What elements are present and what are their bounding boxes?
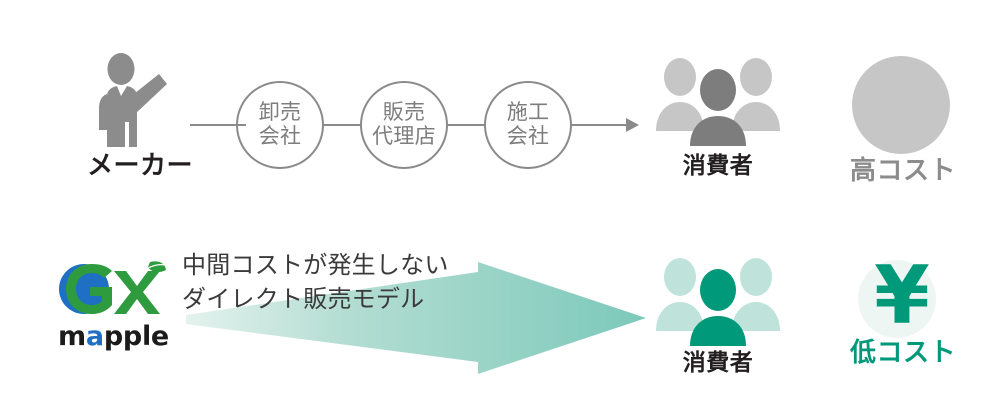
node-construction-company-line2: 会社 (506, 124, 550, 148)
gray-circle-icon (852, 56, 950, 154)
mapple-accent: a (85, 321, 104, 352)
mapple-prefix: m (58, 321, 86, 352)
consumer-label-bottom: 消費者 (682, 350, 754, 376)
low-cost-label: 低コスト (849, 338, 957, 368)
connector-line-1 (322, 124, 362, 126)
yen-backdrop-circle (858, 260, 936, 338)
gx-logo-mark (59, 261, 166, 314)
maker-label: メーカー (86, 151, 194, 181)
node-construction-company-line1: 施工 (506, 100, 550, 125)
caption-line-1: 中間コストが発生しない (182, 251, 449, 279)
mapple-suffix: pple (103, 321, 169, 352)
node-wholesaler-line1: 卸売 (258, 100, 302, 125)
yen-symbol-icon: ¥ (858, 252, 946, 340)
people-group-icon-bottom (653, 256, 783, 346)
arrow-right-icon-head (626, 118, 639, 132)
arrow-right-icon-shaft (570, 124, 630, 126)
direct-model-caption: 中間コストが発生しない ダイレクト販売モデル (182, 248, 512, 316)
mapple-wordmark: mapple (58, 320, 169, 354)
node-sales-agency-line2: 代理店 (372, 124, 436, 148)
high-cost-label: 高コスト (849, 156, 957, 186)
node-wholesaler[interactable]: 卸売 会社 (236, 81, 324, 169)
node-construction-company[interactable]: 施工 会社 (484, 81, 572, 169)
node-sales-agency[interactable]: 販売 代理店 (360, 81, 448, 169)
block-arrow-right-icon (186, 262, 646, 374)
caption-line-2: ダイレクト販売モデル (182, 285, 425, 314)
yen-glyph: ¥ (874, 249, 930, 342)
gx-mapple-logo[interactable]: mapple (58, 258, 169, 362)
connector-line-2 (446, 124, 486, 126)
node-wholesaler-line2: 会社 (258, 124, 302, 148)
connector-line-maker (190, 124, 246, 126)
node-sales-agency-line1: 販売 (382, 100, 426, 125)
people-group-icon-top (653, 56, 783, 146)
presenter-person-icon (85, 52, 195, 147)
consumer-label-top: 消費者 (682, 153, 754, 179)
